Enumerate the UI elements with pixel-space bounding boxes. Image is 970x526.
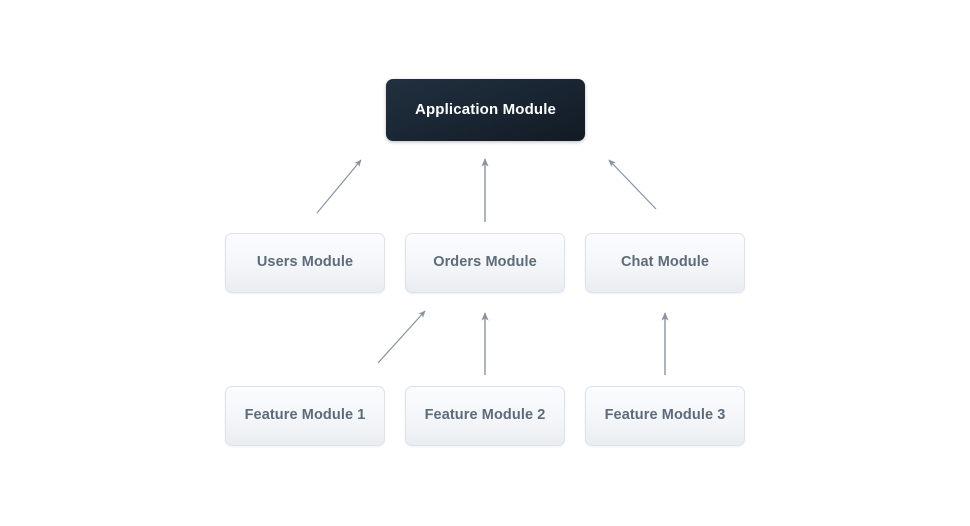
edge-users-to-application — [316, 159, 362, 214]
node-label-feature-module-3: Feature Module 3 — [604, 407, 726, 424]
node-label-chat-module: Chat Module — [620, 254, 710, 271]
edge-chat-to-application — [608, 159, 657, 210]
node-feature-module-1[interactable]: Feature Module 1 — [225, 386, 385, 446]
node-application-module[interactable]: Application Module — [386, 79, 585, 141]
node-orders-module[interactable]: Orders Module — [405, 233, 565, 293]
edge-feature1-to-orders — [377, 310, 426, 364]
node-label-feature-module-1: Feature Module 1 — [244, 407, 366, 424]
node-label-application-module: Application Module — [414, 100, 557, 118]
node-label-users-module: Users Module — [256, 254, 354, 271]
node-label-feature-module-2: Feature Module 2 — [424, 407, 546, 424]
node-users-module[interactable]: Users Module — [225, 233, 385, 293]
node-label-orders-module: Orders Module — [433, 254, 537, 271]
node-feature-module-2[interactable]: Feature Module 2 — [405, 386, 565, 446]
node-chat-module[interactable]: Chat Module — [585, 233, 745, 293]
node-feature-module-3[interactable]: Feature Module 3 — [585, 386, 745, 446]
